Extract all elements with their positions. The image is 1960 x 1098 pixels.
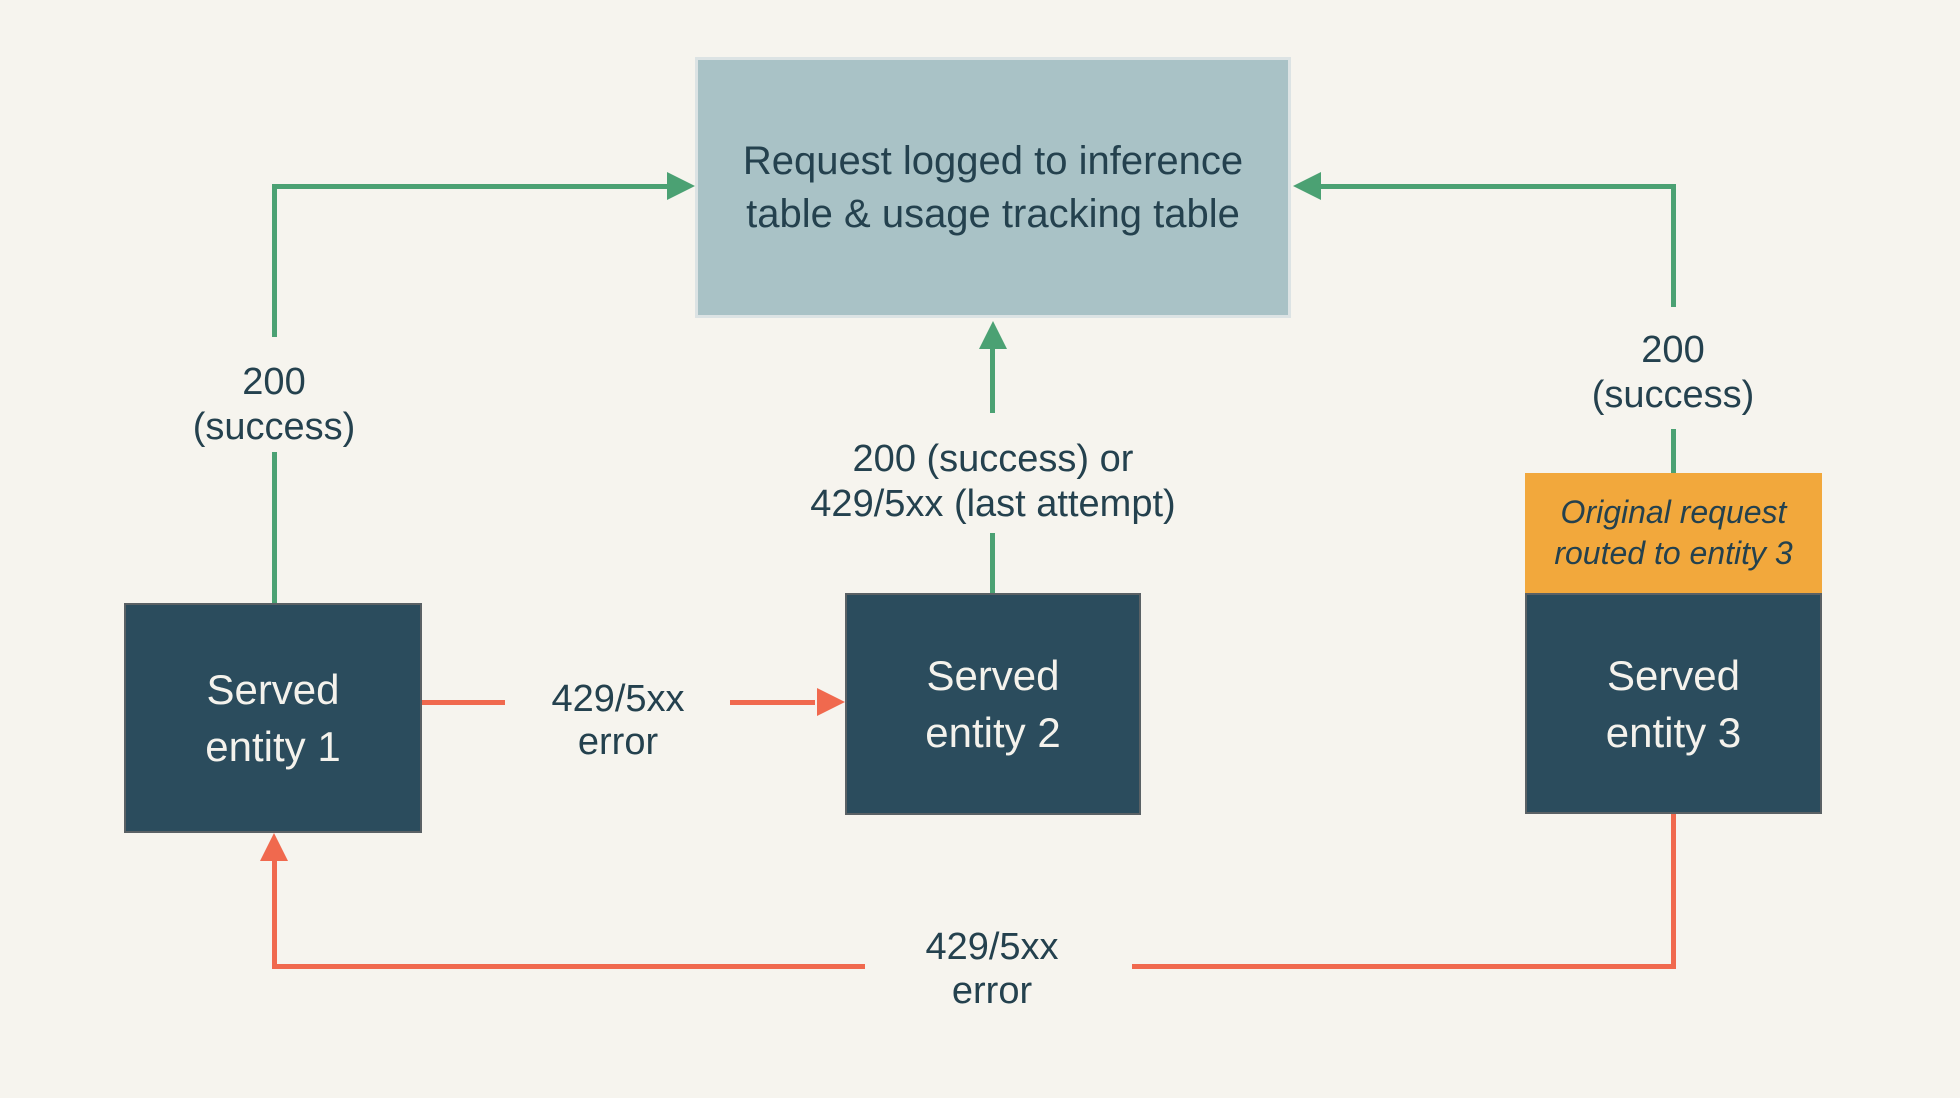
entity3-success-line-upper (1671, 184, 1676, 307)
entity3-error-line-vertical-left (272, 861, 277, 969)
entity1-error-label-line1: 429/5xx (551, 678, 685, 720)
served-entity-2-line2: entity 2 (925, 709, 1061, 756)
entity3-error-line-vertical (1671, 814, 1676, 969)
entity2-log-arrowhead-icon (979, 321, 1007, 349)
served-entity-2-line1: Served (926, 652, 1060, 699)
served-entity-2-node: Served entity 2 (845, 593, 1141, 815)
entity3-success-label-line1: 200 (1641, 329, 1705, 371)
entity3-error-arrowhead-icon (260, 833, 288, 861)
entity1-success-line-horizontal (272, 184, 667, 189)
served-entity-1-line2: entity 1 (205, 723, 341, 770)
entity2-status-label: 200 (success) or 429/5xx (last attempt) (743, 437, 1243, 527)
entity2-log-line-upper (990, 349, 995, 413)
entity1-success-label-line1: 200 (242, 361, 306, 403)
entity3-error-line-horizontal-left (272, 964, 865, 969)
entity1-success-label-line2: (success) (192, 406, 356, 448)
entity2-log-line-lower (990, 533, 995, 593)
entity1-error-line-left (422, 700, 505, 705)
served-entity-1-node: Served entity 1 (124, 603, 422, 833)
served-entity-3-line2: entity 3 (1605, 708, 1742, 756)
entity3-error-line-horizontal-right (1132, 964, 1676, 969)
served-entity-3-line1: Served (1606, 651, 1741, 699)
entity2-status-label-line1: 200 (success) or (852, 438, 1134, 480)
entity-3-routing-banner: Original request routed to entity 3 (1525, 473, 1822, 593)
entity3-success-label: 200 (success) (1513, 328, 1833, 418)
entity1-error-arrowhead-icon (817, 688, 845, 716)
entity2-status-label-line2: 429/5xx (last attempt) (810, 483, 1176, 525)
entity1-success-label: 200 (success) (114, 360, 434, 450)
entity3-error-label: 429/5xx error (872, 925, 1112, 1013)
entity1-success-line-lower (272, 452, 277, 603)
entity1-success-arrowhead-icon (667, 172, 695, 200)
entity1-error-line-right (730, 700, 815, 705)
entity3-success-arrowhead-icon (1293, 172, 1321, 200)
served-entity-1-line1: Served (206, 666, 340, 713)
entity3-success-line-lower (1671, 429, 1676, 473)
log-table-node-line1: Request logged to inference (742, 138, 1244, 183)
entity3-error-label-line1: 429/5xx (925, 926, 1059, 968)
entity1-error-label-line2: error (577, 721, 659, 763)
entity3-success-line-horizontal (1321, 184, 1676, 189)
entity3-success-label-line2: (success) (1591, 374, 1755, 416)
entity1-error-label: 429/5xx error (498, 678, 738, 764)
log-table-node: Request logged to inference table & usag… (695, 57, 1291, 318)
entity3-error-label-line2: error (951, 970, 1033, 1012)
log-table-node-line2: table & usage tracking table (746, 191, 1240, 236)
entity-3-banner-line2: routed to entity 3 (1554, 535, 1793, 571)
entity1-success-line-upper (272, 184, 277, 337)
served-entity-3-node: Served entity 3 (1525, 593, 1822, 814)
entity-3-banner-line1: Original request (1560, 494, 1787, 530)
